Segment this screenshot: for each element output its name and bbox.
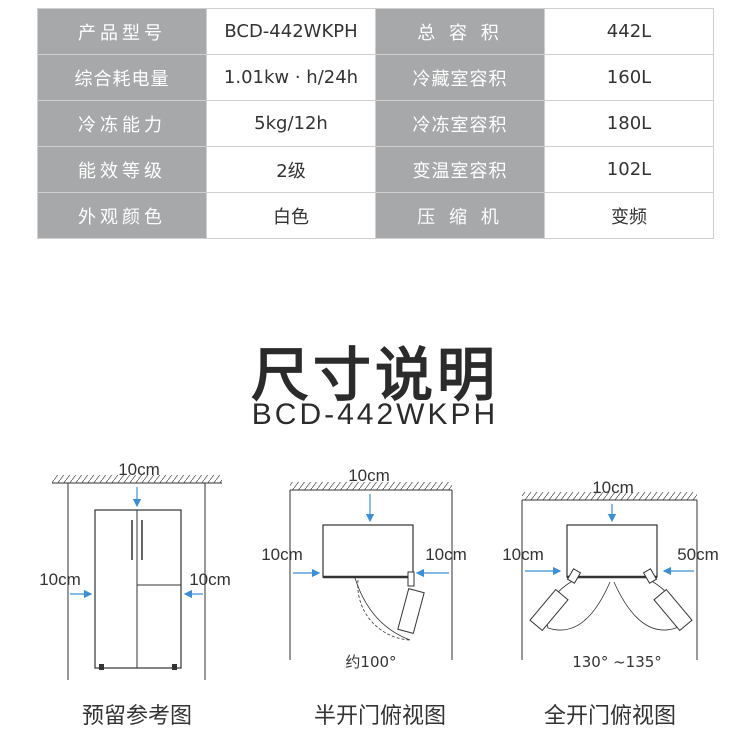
- right-open-door: [653, 588, 693, 632]
- top-gap-label: 10cm: [592, 478, 634, 497]
- clearance-diagrams: 10cm 10cm 10cm 10cm 10cm 10cm 约100°: [39, 460, 719, 680]
- spec-key: 冷冻能力: [38, 101, 207, 147]
- open-door: [397, 588, 425, 634]
- spec-key: 冷藏室容积: [376, 55, 545, 101]
- spec-value: 白色: [207, 193, 376, 239]
- spec-value: 442L: [545, 9, 714, 55]
- spec-key: 外观颜色: [38, 193, 207, 239]
- spec-value: 160L: [545, 55, 714, 101]
- reserve-diagram: 10cm 10cm 10cm: [39, 460, 231, 680]
- spec-value: 2级: [207, 147, 376, 193]
- spec-key: 冷冻室容积: [376, 101, 545, 147]
- full-open-diagram: 10cm 10cm 50cm 130° ~135°: [502, 478, 719, 671]
- spec-key: 变温室容积: [376, 147, 545, 193]
- spec-value: 1.01kw · h/24h: [207, 55, 376, 101]
- door-angle-label: 约100°: [345, 653, 396, 671]
- right-gap-label: 10cm: [425, 545, 467, 564]
- full-open-caption: 全开门俯视图: [543, 704, 676, 729]
- spec-value: 变频: [545, 193, 714, 239]
- half-open-caption: 半开门俯视图: [313, 704, 446, 729]
- door-swing-arc: [357, 579, 411, 641]
- reserve-caption: 预留参考图: [81, 704, 192, 729]
- section-title: 尺寸说明: [250, 341, 499, 409]
- spec-key: 综合耗电量: [38, 55, 207, 101]
- left-gap-label: 10cm: [39, 570, 81, 589]
- spec-value: 102L: [545, 147, 714, 193]
- ceiling-hatch: [52, 475, 222, 483]
- half-open-diagram: 10cm 10cm 10cm 约100°: [261, 466, 467, 671]
- left-gap-label: 10cm: [502, 545, 544, 564]
- top-gap-label: 10cm: [118, 460, 160, 479]
- right-gap-label: 50cm: [677, 545, 719, 564]
- door-angle-label: 130° ~135°: [572, 653, 662, 671]
- spec-value: BCD-442WKPH: [207, 9, 376, 55]
- left-gap-label: 10cm: [261, 545, 303, 564]
- wall-hatch: [522, 492, 697, 500]
- spec-value: 180L: [545, 101, 714, 147]
- spec-key: 总 容 积: [376, 9, 545, 55]
- wall-hatch: [290, 482, 452, 490]
- left-open-door: [529, 588, 569, 632]
- spec-key: 产品型号: [38, 9, 207, 55]
- spec-table: 产品型号 BCD-442WKPH 总 容 积 442L 综合耗电量 1.01kw…: [37, 8, 714, 239]
- right-gap-label: 10cm: [189, 570, 231, 589]
- spec-key: 能效等级: [38, 147, 207, 193]
- spec-value: 5kg/12h: [207, 101, 376, 147]
- fridge-top-view: [566, 524, 658, 578]
- spec-key: 压 缩 机: [376, 193, 545, 239]
- top-gap-label: 10cm: [348, 466, 390, 485]
- fridge-front: [94, 509, 182, 669]
- fridge-top-view: [322, 524, 414, 578]
- model-number: BCD-442WKPH: [251, 398, 499, 431]
